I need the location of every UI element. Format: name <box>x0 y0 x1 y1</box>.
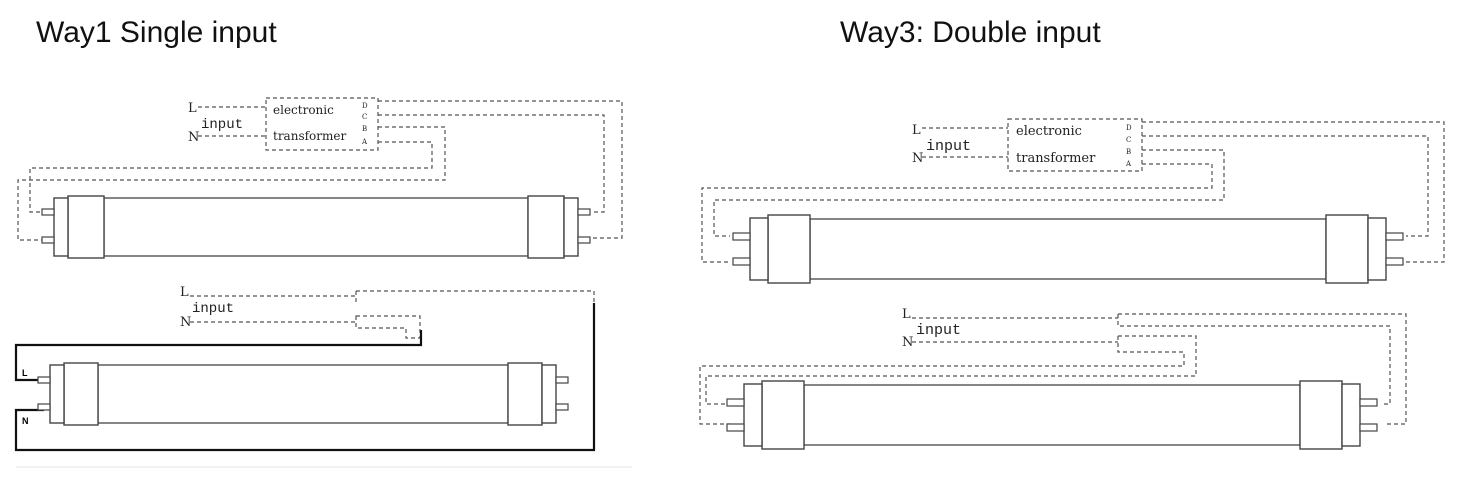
n-label: N <box>912 151 923 166</box>
tube-cap-left-inner <box>749 217 769 281</box>
pin-left-top <box>37 376 51 384</box>
terminal-b: B <box>362 125 367 133</box>
transformer-line1: electronic <box>273 103 334 117</box>
tube-cap-left-inner <box>49 364 65 424</box>
tube-cap-left <box>761 380 805 450</box>
electronic-transformer-box <box>1007 118 1143 172</box>
terminal-d: D <box>362 102 368 110</box>
terminal-d: D <box>1126 124 1132 132</box>
l-label: L <box>902 307 911 322</box>
tube-cap-right-inner <box>1341 383 1361 447</box>
pin-right-bottom <box>1385 257 1404 266</box>
way3-title: Way3: Double input <box>840 16 1101 49</box>
pin-right-top <box>577 208 591 216</box>
pin-left-bottom <box>726 423 745 432</box>
l-label: L <box>912 123 921 138</box>
input-label: input <box>201 117 243 133</box>
l-label: L <box>180 285 189 300</box>
led-tube <box>809 218 1327 280</box>
tube-cap-left <box>767 214 811 284</box>
electronic-transformer-box <box>265 97 379 151</box>
tube-cap-left <box>67 195 105 259</box>
l-label: L <box>188 101 197 116</box>
tube-cap-right-inner <box>563 197 579 257</box>
pin-left-bottom <box>37 403 51 411</box>
led-tube <box>103 197 529 257</box>
pin-left-top <box>732 232 751 241</box>
way3-transformer-diagram: L N input electronic transformer D C B A <box>701 118 1445 284</box>
pin-left-top <box>41 208 55 216</box>
tube-cap-right <box>507 362 543 426</box>
terminal-a: A <box>361 138 368 146</box>
terminal-a: A <box>1125 160 1132 168</box>
pin-right-top <box>555 376 569 384</box>
led-tube <box>803 384 1301 446</box>
pin-left-bottom <box>41 236 55 244</box>
way1-direct-diagram: L N input L N <box>14 285 632 468</box>
terminal-c: C <box>362 113 367 121</box>
pin-right-bottom <box>555 403 569 411</box>
input-label: input <box>926 138 971 155</box>
l-terminal-label: L <box>22 368 28 378</box>
pin-right-top <box>1359 398 1378 407</box>
transformer-line2: transformer <box>273 129 346 143</box>
way3-direct-diagram: L N input <box>699 307 1407 450</box>
way1-transformer-diagram: L N input electronic transformer D C B A <box>17 97 623 259</box>
n-label: N <box>180 315 191 330</box>
pin-left-bottom <box>732 257 751 266</box>
transformer-line2: transformer <box>1016 151 1096 166</box>
tube-cap-left-inner <box>53 197 69 257</box>
input-label: input <box>916 322 961 339</box>
terminal-c: C <box>1126 136 1131 144</box>
tube-cap-left-inner <box>743 383 763 447</box>
tube-cap-right-inner <box>541 364 557 424</box>
tube-cap-right <box>1325 214 1369 284</box>
input-label: input <box>192 301 234 317</box>
pin-right-bottom <box>1359 423 1378 432</box>
n-label: N <box>902 335 913 350</box>
led-tube <box>97 364 509 424</box>
pin-left-top <box>726 398 745 407</box>
pin-right-bottom <box>577 236 591 244</box>
n-terminal-label: N <box>22 416 29 426</box>
n-label: N <box>188 130 199 145</box>
terminal-b: B <box>1126 148 1131 156</box>
tube-cap-left <box>63 362 99 426</box>
pin-right-top <box>1385 232 1404 241</box>
way1-title: Way1 Single input <box>36 16 277 49</box>
tube-cap-right-inner <box>1367 217 1387 281</box>
transformer-line1: electronic <box>1016 124 1082 139</box>
tube-cap-right <box>527 195 565 259</box>
tube-cap-right <box>1299 380 1343 450</box>
